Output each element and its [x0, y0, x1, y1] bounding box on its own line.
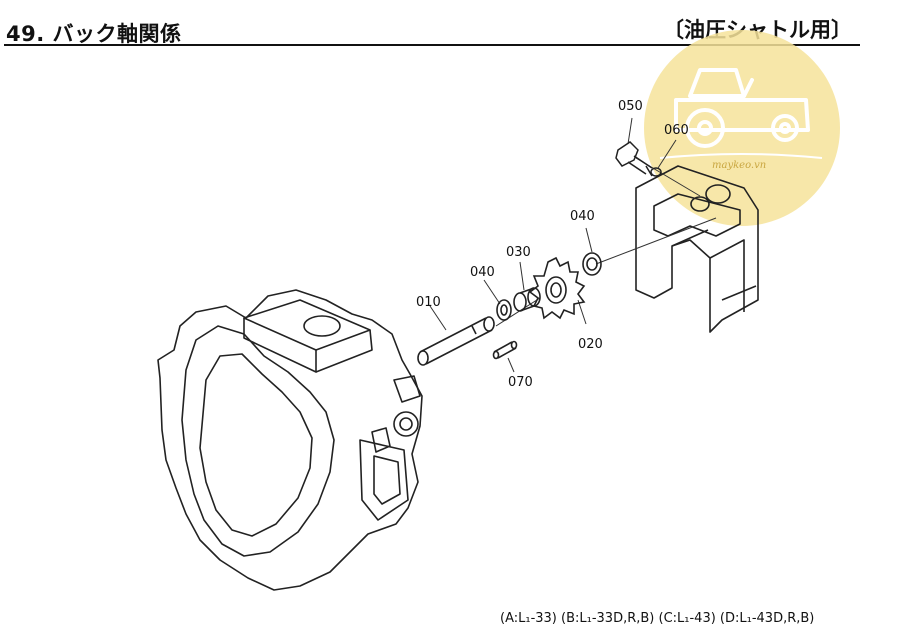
tractor-icon: [674, 68, 810, 148]
callout-030: 030: [506, 245, 531, 260]
watermark-logo: maykeo.vn: [644, 30, 840, 226]
page-title: 49. バック軸関係: [6, 22, 182, 46]
shuttle-bracket: [635, 165, 759, 333]
model-applicability-footer: (A:L₁-33) (B:L₁-33D,R,B) (C:L₁-43) (D:L₁…: [500, 611, 815, 626]
watermark-text: maykeo.vn: [712, 160, 766, 171]
bushing-030: [513, 287, 541, 312]
shaft-010: [417, 316, 495, 366]
callout-060: 060: [664, 123, 689, 138]
callout-050: 050: [618, 99, 643, 114]
washer-060: [650, 167, 662, 177]
title-underline: [4, 44, 860, 46]
callout-070: 070: [508, 375, 533, 390]
snap-ring-040-upper: [582, 252, 602, 276]
pin-070: [492, 340, 518, 360]
callout-010: 010: [416, 295, 441, 310]
gear-020: [528, 256, 586, 320]
transmission-housing: [157, 289, 423, 591]
callout-040-lower: 040: [470, 265, 495, 280]
callout-020: 020: [578, 337, 603, 352]
callout-040-upper: 040: [570, 209, 595, 224]
washer-040-lower: [496, 299, 512, 321]
